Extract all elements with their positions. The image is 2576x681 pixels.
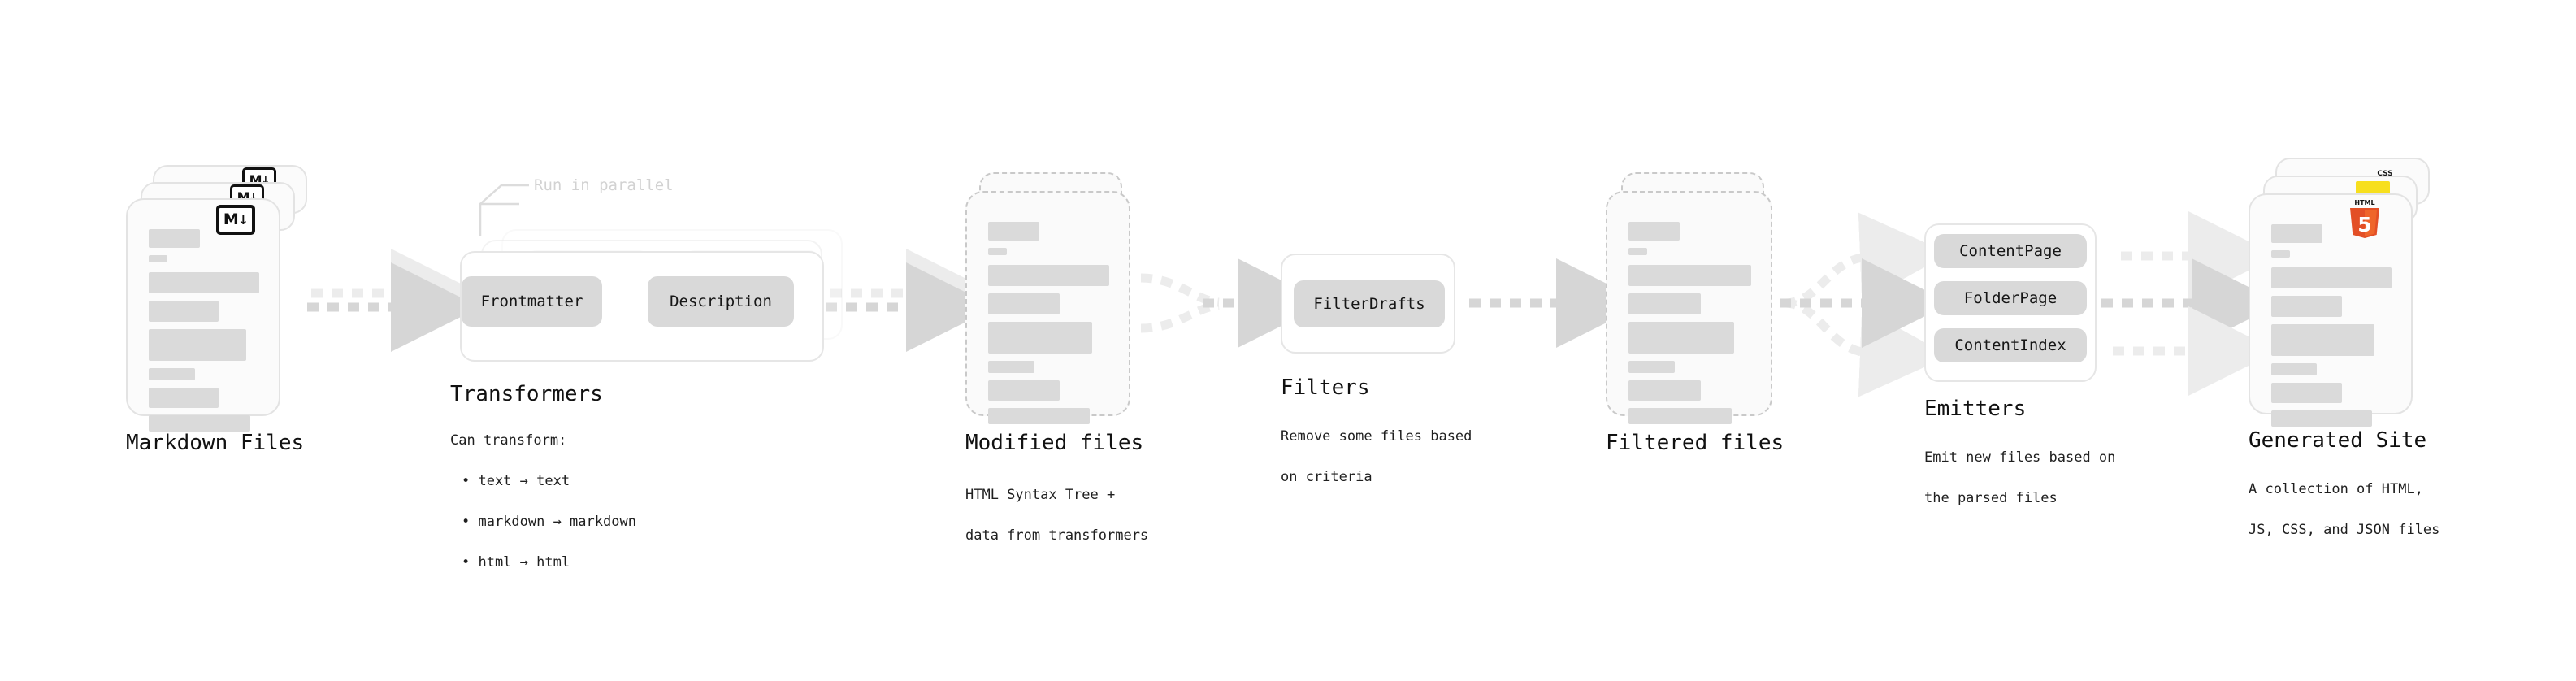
modified-note: HTML Syntax Tree + data from transformer… [965,465,1148,566]
skeleton-bar [988,293,1060,314]
generated-note-line2: JS, CSS, and JSON files [2249,522,2440,538]
chip-filterdrafts[interactable]: FilterDrafts [1294,280,1445,327]
run-in-parallel-label: Run in parallel [534,176,674,194]
skeleton-bar [149,329,246,361]
chip-contentindex[interactable]: ContentIndex [1934,328,2087,362]
transformers-note-title: Can transform: [450,432,567,449]
chip-contentpage[interactable]: ContentPage [1934,234,2087,268]
parallel-bracket [479,184,529,236]
arrow-emitters-to-generated [2101,211,2281,396]
html5-icon: HTML 5 [2348,197,2382,238]
filtered-card-front[interactable] [1606,191,1772,424]
skeleton-bar [2271,224,2322,243]
skeleton-bar [988,222,1039,241]
skeleton-bar [2271,410,2373,427]
generated-card-front[interactable] [2249,193,2413,427]
chip-folderpage[interactable]: FolderPage [1934,281,2087,315]
filters-note: Remove some files based on criteria [1281,406,1472,508]
skeleton-bar [1628,248,1647,255]
chip-frontmatter[interactable]: Frontmatter [462,276,602,327]
transformers-note-item-1: • markdown → markdown [462,514,636,530]
chip-description[interactable]: Description [648,276,794,327]
markdown-skeleton-lines [149,229,259,439]
skeleton-bar [2271,296,2343,317]
emitters-title: Emitters [1924,397,2027,421]
arrow-modified-to-filters [1140,258,1327,348]
skeleton-bar [1628,380,1702,401]
skeleton-bar [1628,293,1702,314]
transformers-note: Can transform: • text → text • markdown … [450,410,636,593]
arrow-filtered-to-emitters [1780,212,1951,397]
html5-icon-toptext: HTML [2354,199,2374,206]
filters-note-line1: Remove some files based [1281,428,1472,445]
modified-note-line2: data from transformers [965,527,1149,544]
skeleton-bar [149,415,251,432]
skeleton-bar [149,255,167,262]
skeleton-bar [1628,408,1732,424]
markdown-title: Markdown Files [126,431,305,455]
filtered-title: Filtered files [1606,431,1785,455]
generated-title: Generated Site [2249,428,2427,453]
skeleton-bar [2271,267,2392,288]
skeleton-bar [149,301,219,322]
svg-text:CSS: CSS [2377,170,2392,178]
generated-note: A collection of HTML, JS, CSS, and JSON … [2249,459,2439,561]
skeleton-bar [2271,383,2343,403]
arrow-markdown-to-transformers [307,249,480,352]
skeleton-bar [1628,361,1676,373]
skeleton-bar [149,368,196,380]
skeleton-bar [2271,250,2290,258]
transformers-note-item-0: • text → text [462,473,570,489]
modified-title: Modified files [965,431,1144,455]
filters-note-line2: on criteria [1281,469,1373,485]
skeleton-bar [1628,265,1751,286]
modified-skeleton-lines [988,222,1109,432]
skeleton-bar [149,388,219,408]
skeleton-bar [988,408,1091,424]
html5-icon-number: 5 [2357,213,2371,236]
transformers-note-item-2: • html → html [462,554,570,570]
transformers-title: Transformers [450,382,603,406]
skeleton-bar [149,272,259,293]
skeleton-bar [1628,222,1680,241]
skeleton-bar [2271,324,2375,356]
skeleton-bar [988,265,1109,286]
emitters-note: Emit new files based on the parsed files [1924,427,2115,529]
skeleton-bar [149,229,200,248]
skeleton-bar [988,361,1034,373]
modified-card-front[interactable] [965,191,1130,424]
skeleton-bar [2271,363,2318,375]
generated-note-line1: A collection of HTML, [2249,481,2423,497]
emitters-note-line2: the parsed files [1924,490,2058,506]
skeleton-bar [988,322,1093,354]
modified-note-line1: HTML Syntax Tree + [965,487,1116,503]
skeleton-bar [1628,322,1734,354]
filters-title: Filters [1281,375,1370,400]
html5-icon-svg: HTML 5 [2350,199,2379,238]
filtered-skeleton-lines [1628,222,1751,432]
skeleton-bar [988,248,1007,255]
markdown-card-front[interactable] [126,198,280,432]
skeleton-bar [988,380,1060,401]
emitters-note-line1: Emit new files based on [1924,449,2116,466]
generated-skeleton-lines [2271,224,2392,434]
markdown-icon: M↓ [216,205,255,235]
